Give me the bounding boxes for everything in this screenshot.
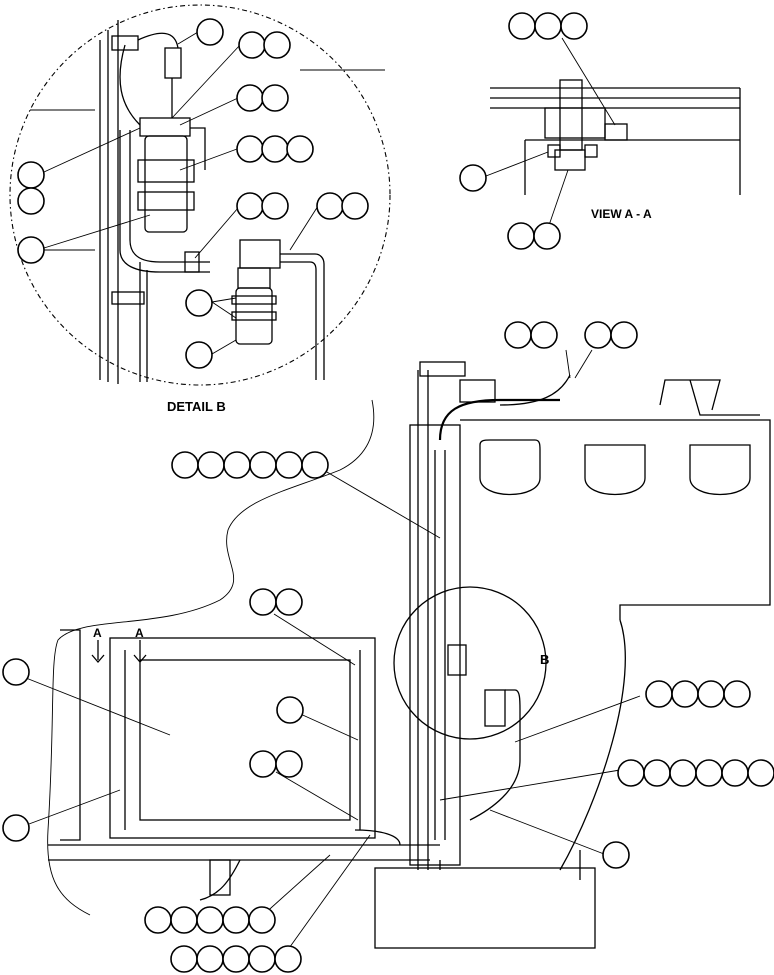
callout-bubble [17, 161, 45, 189]
callout-bubble [249, 451, 277, 479]
callout-bubble [248, 945, 276, 973]
callout-bubble [144, 906, 172, 934]
callout-bubble [263, 31, 291, 59]
view-aa-title: VIEW A - A [591, 207, 652, 221]
callout-bubble [530, 321, 558, 349]
callout-bubble [671, 680, 699, 708]
callout-bubble [275, 750, 303, 778]
callout-bubble [261, 135, 289, 163]
callout-bubble [747, 759, 774, 787]
detail-b-marker: B [540, 652, 550, 667]
callout-bubble [669, 759, 697, 787]
callout-bubble [248, 906, 276, 934]
callout-bubble [508, 12, 536, 40]
callout-bubble [236, 192, 264, 220]
callout-bubble [196, 945, 224, 973]
callout-bubble [617, 759, 645, 787]
callout-bubble [170, 945, 198, 973]
detail-b-title: DETAIL B [167, 399, 226, 414]
section-a-left-label: A [93, 626, 102, 640]
callout-bubble [2, 814, 30, 842]
callout-bubble [249, 750, 277, 778]
main-assembly [2, 321, 774, 973]
callout-bubble [275, 451, 303, 479]
callout-bubble [274, 945, 302, 973]
callout-bubble [721, 759, 749, 787]
callout-bubble [185, 289, 213, 317]
callout-bubble [602, 841, 630, 869]
callout-bubble [723, 680, 751, 708]
callout-bubble [171, 451, 199, 479]
callout-bubble [507, 222, 535, 250]
callout-bubble [197, 451, 225, 479]
callout-bubble [276, 696, 304, 724]
callout-bubble [249, 588, 277, 616]
callout-bubble [196, 906, 224, 934]
detail-b-view [9, 4, 391, 386]
callout-bubble [643, 759, 671, 787]
callout-bubble [261, 192, 289, 220]
callout-bubble [316, 192, 344, 220]
section-a-right-label: A [135, 626, 144, 640]
callout-bubble [504, 321, 532, 349]
callout-bubble [275, 588, 303, 616]
callout-bubble [222, 906, 250, 934]
callout-bubble [170, 906, 198, 934]
callout-bubble [238, 31, 266, 59]
callout-bubble [185, 341, 213, 369]
callout-bubble [697, 680, 725, 708]
callout-bubble [2, 658, 30, 686]
view-aa [459, 12, 741, 250]
callout-bubble [584, 321, 612, 349]
callout-bubble [645, 680, 673, 708]
callout-bubble [17, 236, 45, 264]
callout-bubble [459, 164, 487, 192]
callout-bubble [533, 222, 561, 250]
callout-bubble [236, 135, 264, 163]
callout-bubble [223, 451, 251, 479]
callout-bubble [301, 451, 329, 479]
callout-bubble [236, 84, 264, 112]
callout-bubble [222, 945, 250, 973]
callout-bubble [286, 135, 314, 163]
callout-bubble [196, 18, 224, 46]
callout-bubble [261, 84, 289, 112]
callout-bubble [560, 12, 588, 40]
callout-bubble [341, 192, 369, 220]
callout-bubble [17, 187, 45, 215]
callout-bubble [610, 321, 638, 349]
callout-bubble [534, 12, 562, 40]
callout-bubble [695, 759, 723, 787]
